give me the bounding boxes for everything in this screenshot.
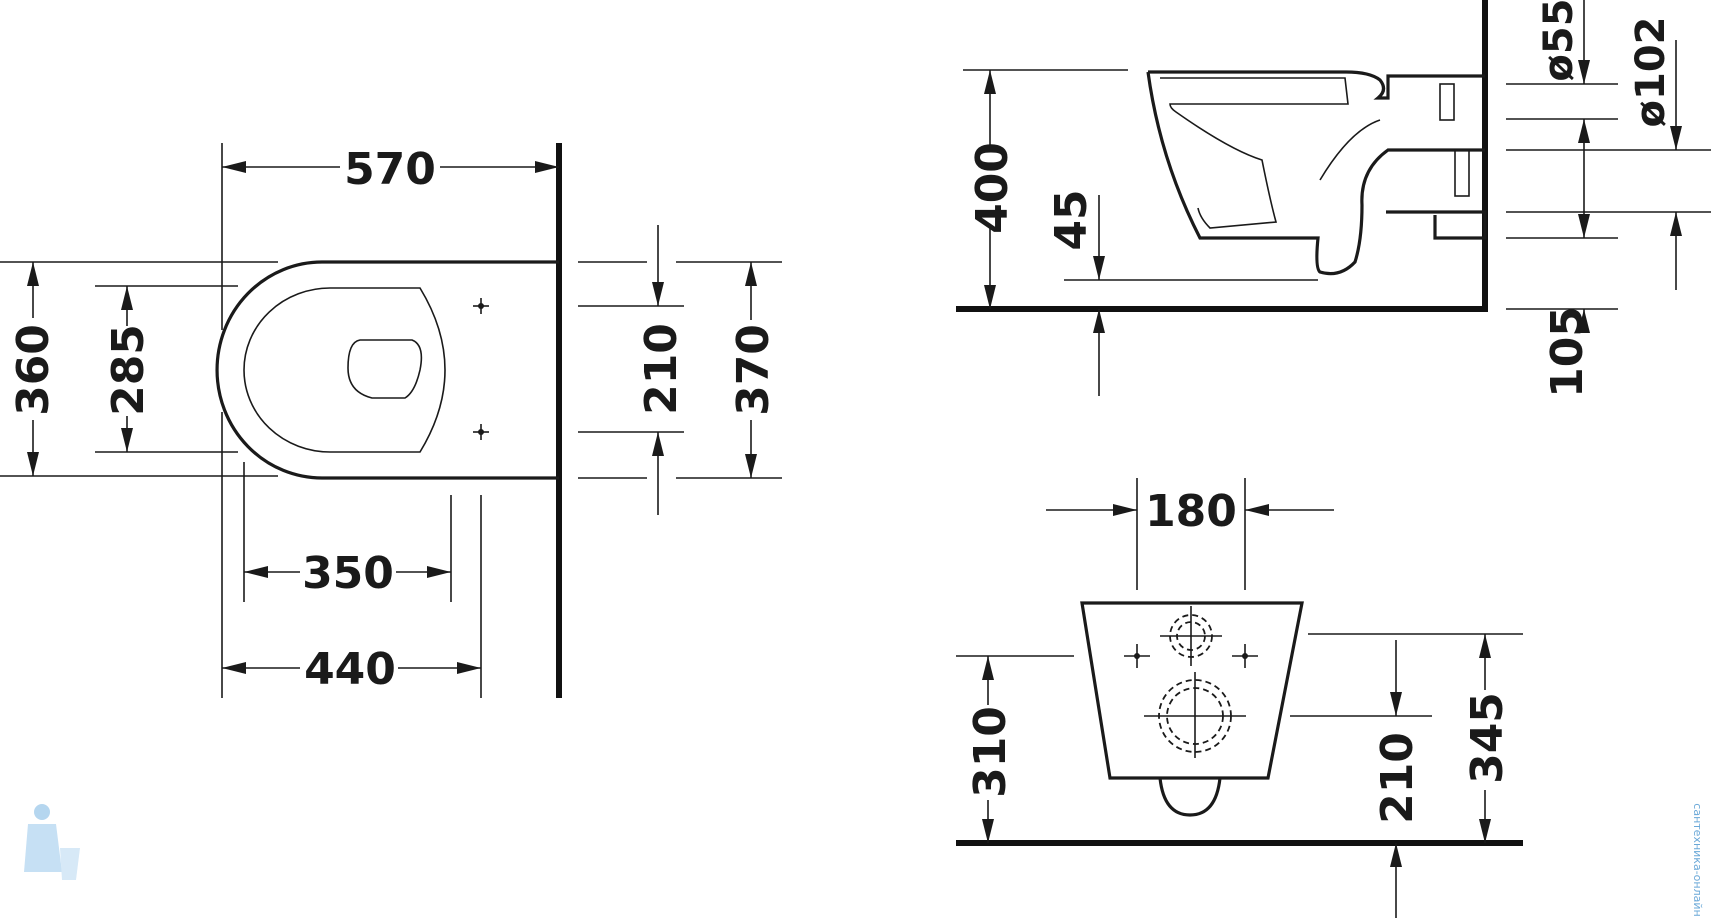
fixing-point-icon [1124, 644, 1150, 668]
dim-310: 310 [965, 706, 1016, 798]
dim-370: 370 [728, 324, 779, 416]
fixing-point-icon [473, 298, 489, 314]
upper-outlet-icon [1160, 606, 1222, 666]
dim-45: 45 [1046, 189, 1097, 250]
dim-440: 440 [304, 644, 396, 695]
dim-d102: ø102 [1628, 17, 1674, 128]
lower-outlet-icon [1144, 672, 1246, 758]
dim-105: 105 [1542, 306, 1593, 398]
dim-350: 350 [302, 548, 394, 599]
rear-bowl [1158, 777, 1222, 817]
outlet-upper [1439, 83, 1455, 121]
toilet-inner [1160, 77, 1349, 229]
dim-345: 345 [1462, 692, 1513, 784]
bowl-opening [347, 339, 423, 399]
toilet-profile [1146, 70, 1487, 276]
dim-180: 180 [1145, 486, 1237, 537]
rear-body [1080, 601, 1304, 780]
trap-line [1319, 119, 1381, 181]
dim-360: 360 [8, 324, 59, 416]
outlet-lower [1454, 149, 1470, 197]
dim-285: 285 [103, 324, 154, 416]
top-view: 570 360 285 210 370 [0, 143, 782, 698]
dim-d55: ø55 [1536, 0, 1582, 82]
bowl-outline [215, 260, 559, 480]
rear-view: 180 310 210 345 [956, 478, 1523, 918]
fixing-point-icon [1232, 644, 1258, 668]
dim-400: 400 [967, 142, 1018, 234]
side-view: 400 45 ø55 ø102 105 [956, 0, 1711, 398]
dim-570: 570 [344, 144, 436, 195]
dim-210-rear: 210 [1372, 732, 1423, 824]
plumber-logo [24, 804, 80, 880]
dim-210-top: 210 [636, 323, 687, 415]
fixing-point-icon [473, 424, 489, 440]
watermark-text: сантехника-онлайн [1691, 803, 1704, 916]
seat-outline [243, 287, 446, 453]
